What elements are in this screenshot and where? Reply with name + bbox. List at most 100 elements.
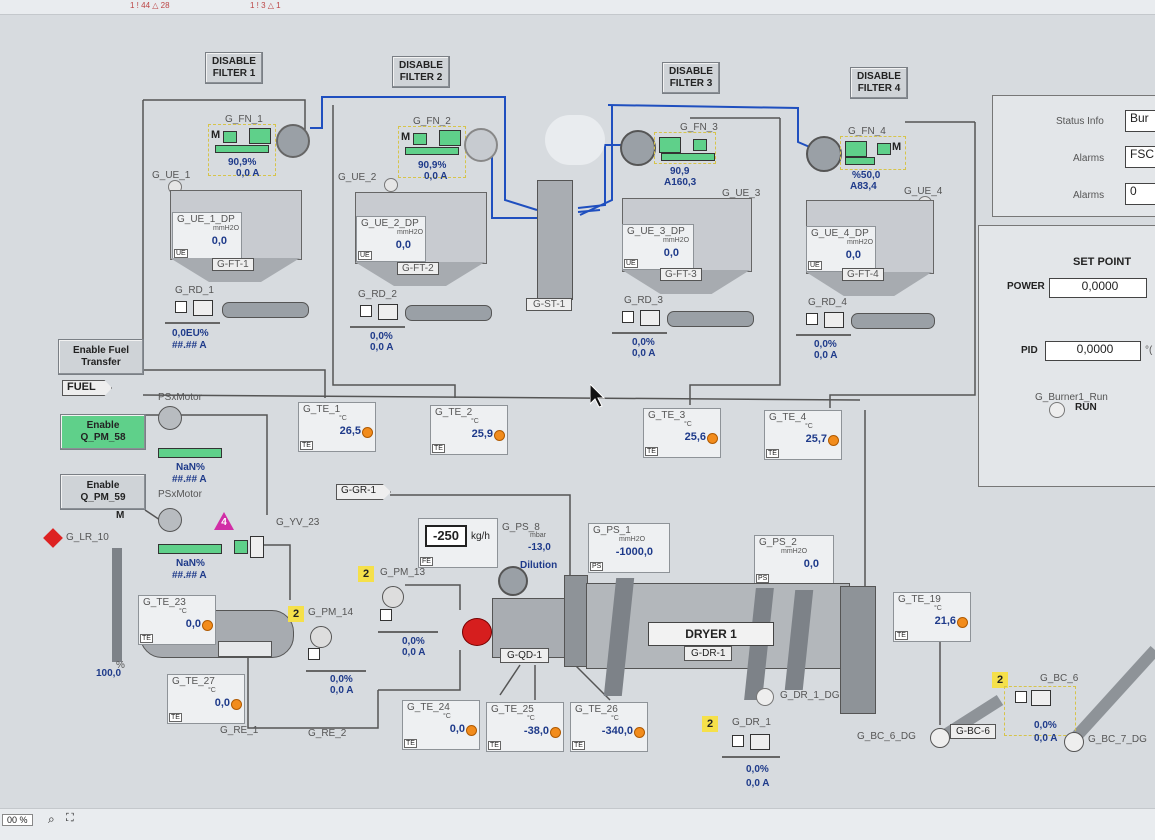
- fan-4-faceplate[interactable]: M: [840, 136, 906, 170]
- fan-4-icon[interactable]: [806, 136, 842, 172]
- ue-4-dp-box[interactable]: G_UE_4_DP mmH2O 0,0 UE: [806, 226, 876, 272]
- power-label: POWER: [1007, 281, 1045, 292]
- pid-field[interactable]: 0,0000: [1045, 341, 1141, 361]
- ue-3-dp-box[interactable]: G_UE_3_DP mmH2O 0,0 UE: [622, 224, 694, 270]
- te-box[interactable]: G_TE_23 °C 0,0 TE: [138, 595, 216, 645]
- te-alarm-icon[interactable]: [550, 727, 561, 738]
- rd-4-amp: 0,0 A: [814, 350, 838, 361]
- te-label: G_TE_4: [769, 412, 807, 423]
- enable-q-pm-58-button[interactable]: Enable Q_PM_58: [60, 414, 146, 450]
- ue-2-dp-box[interactable]: G_UE_2_DP mmH2O 0,0 UE: [356, 216, 426, 262]
- fan-2-icon[interactable]: [464, 128, 498, 162]
- te-box[interactable]: G_TE_26 °C -340,0 TE: [570, 702, 648, 752]
- te-alarm-icon[interactable]: [707, 433, 718, 444]
- zoom-icon[interactable]: ⌕: [48, 812, 55, 826]
- disable-filter-3-button[interactable]: DISABLE FILTER 3: [662, 62, 720, 94]
- te-box[interactable]: G_TE_19 °C 21,6 TE: [893, 592, 971, 642]
- rd-1-screw-conveyor: [222, 302, 309, 318]
- power-field[interactable]: 0,0000: [1049, 278, 1147, 298]
- rd-4-motor[interactable]: [796, 310, 851, 336]
- rd-1-motor[interactable]: [165, 298, 220, 324]
- pm-14-badge[interactable]: 2: [288, 606, 304, 622]
- te-alarm-icon[interactable]: [231, 699, 242, 710]
- disable-filter-2-button[interactable]: DISABLE FILTER 2: [392, 56, 450, 88]
- alarm-counter-b[interactable]: 1 ! 3 △ 1: [250, 1, 281, 10]
- rd-4-label: G_RD_4: [808, 297, 847, 308]
- te-tag: TE: [572, 741, 585, 750]
- dr-1-percent: 0,0%: [746, 764, 769, 775]
- fe-unit: kg/h: [471, 531, 490, 542]
- ps-1-box[interactable]: G_PS_1 mmH2O -1000,0 PS: [588, 523, 670, 573]
- te-alarm-icon[interactable]: [634, 727, 645, 738]
- fan-3-label: G_FN_3: [680, 122, 718, 133]
- bc-6-faceplate[interactable]: [1004, 686, 1076, 736]
- pm-14-motor-icon[interactable]: [310, 626, 332, 648]
- alarm-counter-a[interactable]: 1 ! 44 △ 28: [130, 1, 170, 10]
- ue-3-label: G_UE_3: [722, 188, 761, 199]
- fan-3-run-indicator: [693, 139, 707, 151]
- dr-1-dg-label: G_DR_1_DG: [780, 690, 840, 701]
- ue-1-dp-box[interactable]: G_UE_1_DP mmH2O 0,0 UE: [172, 212, 242, 260]
- te-tag: TE: [645, 447, 658, 456]
- fan-1-faceplate[interactable]: M: [208, 124, 276, 176]
- te-box[interactable]: G_TE_4 °C 25,7 TE: [764, 410, 842, 460]
- te-value: -340,0: [601, 725, 633, 737]
- te-alarm-icon[interactable]: [202, 620, 213, 631]
- dr-1-motor[interactable]: [722, 732, 780, 758]
- te-box[interactable]: G_TE_24 °C 0,0 TE: [402, 700, 480, 750]
- fuel-tag: FUEL: [62, 380, 112, 396]
- rd-4-percent: 0,0%: [814, 339, 837, 350]
- fit-screen-icon[interactable]: ⛶: [66, 812, 74, 824]
- fan-2-faceplate[interactable]: M: [398, 126, 466, 178]
- te-value: 25,7: [805, 433, 827, 445]
- te-box[interactable]: G_TE_1 °C 26,5 TE: [298, 402, 376, 452]
- fan-3-faceplate[interactable]: [654, 132, 716, 164]
- burner-fan-icon[interactable]: [462, 618, 492, 646]
- fan-2-speed-bar: [405, 147, 459, 155]
- fan-1-icon[interactable]: [276, 124, 310, 158]
- fan-3-icon[interactable]: [620, 130, 656, 166]
- ps-2-label: G_PS_2: [759, 537, 797, 548]
- yv-23-valve-icon[interactable]: [250, 536, 264, 558]
- te-unit: °C: [934, 605, 942, 612]
- zoom-level[interactable]: 00 %: [2, 814, 33, 826]
- te-box[interactable]: G_TE_3 °C 25,6 TE: [643, 408, 721, 458]
- te-box[interactable]: G_TE_27 °C 0,0 TE: [167, 674, 245, 724]
- bc-6-badge[interactable]: 2: [992, 672, 1008, 688]
- enable-fuel-transfer-button[interactable]: Enable Fuel Transfer: [58, 339, 144, 375]
- alarms-field[interactable]: FSC: [1125, 146, 1155, 168]
- psx-motor-1-icon[interactable]: [158, 406, 182, 430]
- ps-2-box[interactable]: G_PS_2 mmH2O 0,0 PS: [754, 535, 834, 585]
- psx-motor-2-icon[interactable]: [158, 508, 182, 532]
- pm-13-badge[interactable]: 2: [358, 566, 374, 582]
- te-alarm-icon[interactable]: [362, 427, 373, 438]
- dr-1-badge[interactable]: 2: [702, 716, 718, 732]
- rd-2-motor[interactable]: [350, 302, 405, 328]
- fe-box[interactable]: -250 kg/h FE: [418, 518, 498, 568]
- te-label: G_TE_2: [435, 407, 473, 418]
- alarms-count-field[interactable]: 0: [1125, 183, 1155, 205]
- fan-3-amp: A160,3: [664, 177, 697, 188]
- ue-3-dp-value: 0,0: [663, 247, 679, 259]
- disable-filter-4-button[interactable]: DISABLE FILTER 4: [850, 67, 908, 99]
- status-info-field[interactable]: Bur: [1125, 110, 1155, 132]
- enable-q-pm-59-button[interactable]: Enable Q_PM_59: [60, 474, 146, 510]
- rd-3-motor[interactable]: [612, 308, 667, 334]
- te-alarm-icon[interactable]: [494, 430, 505, 441]
- te-value: 21,6: [934, 615, 956, 627]
- smoke-plume: [545, 115, 605, 165]
- te-tag: TE: [140, 634, 153, 643]
- disable-filter-1-button[interactable]: DISABLE FILTER 1: [205, 52, 263, 84]
- te-unit: °C: [208, 687, 216, 694]
- te-value: 25,9: [471, 428, 493, 440]
- dilution-fan-icon[interactable]: [498, 566, 528, 596]
- pm-13-motor-icon[interactable]: [382, 586, 404, 608]
- te-box[interactable]: G_TE_2 °C 25,9 TE: [430, 405, 508, 455]
- ps-1-label: G_PS_1: [593, 525, 631, 536]
- fe-tag: FE: [420, 557, 433, 566]
- te-alarm-icon[interactable]: [957, 617, 968, 628]
- fan-1-label: G_FN_1: [225, 114, 263, 125]
- te-alarm-icon[interactable]: [466, 725, 477, 736]
- te-alarm-icon[interactable]: [828, 435, 839, 446]
- te-box[interactable]: G_TE_25 °C -38,0 TE: [486, 702, 564, 752]
